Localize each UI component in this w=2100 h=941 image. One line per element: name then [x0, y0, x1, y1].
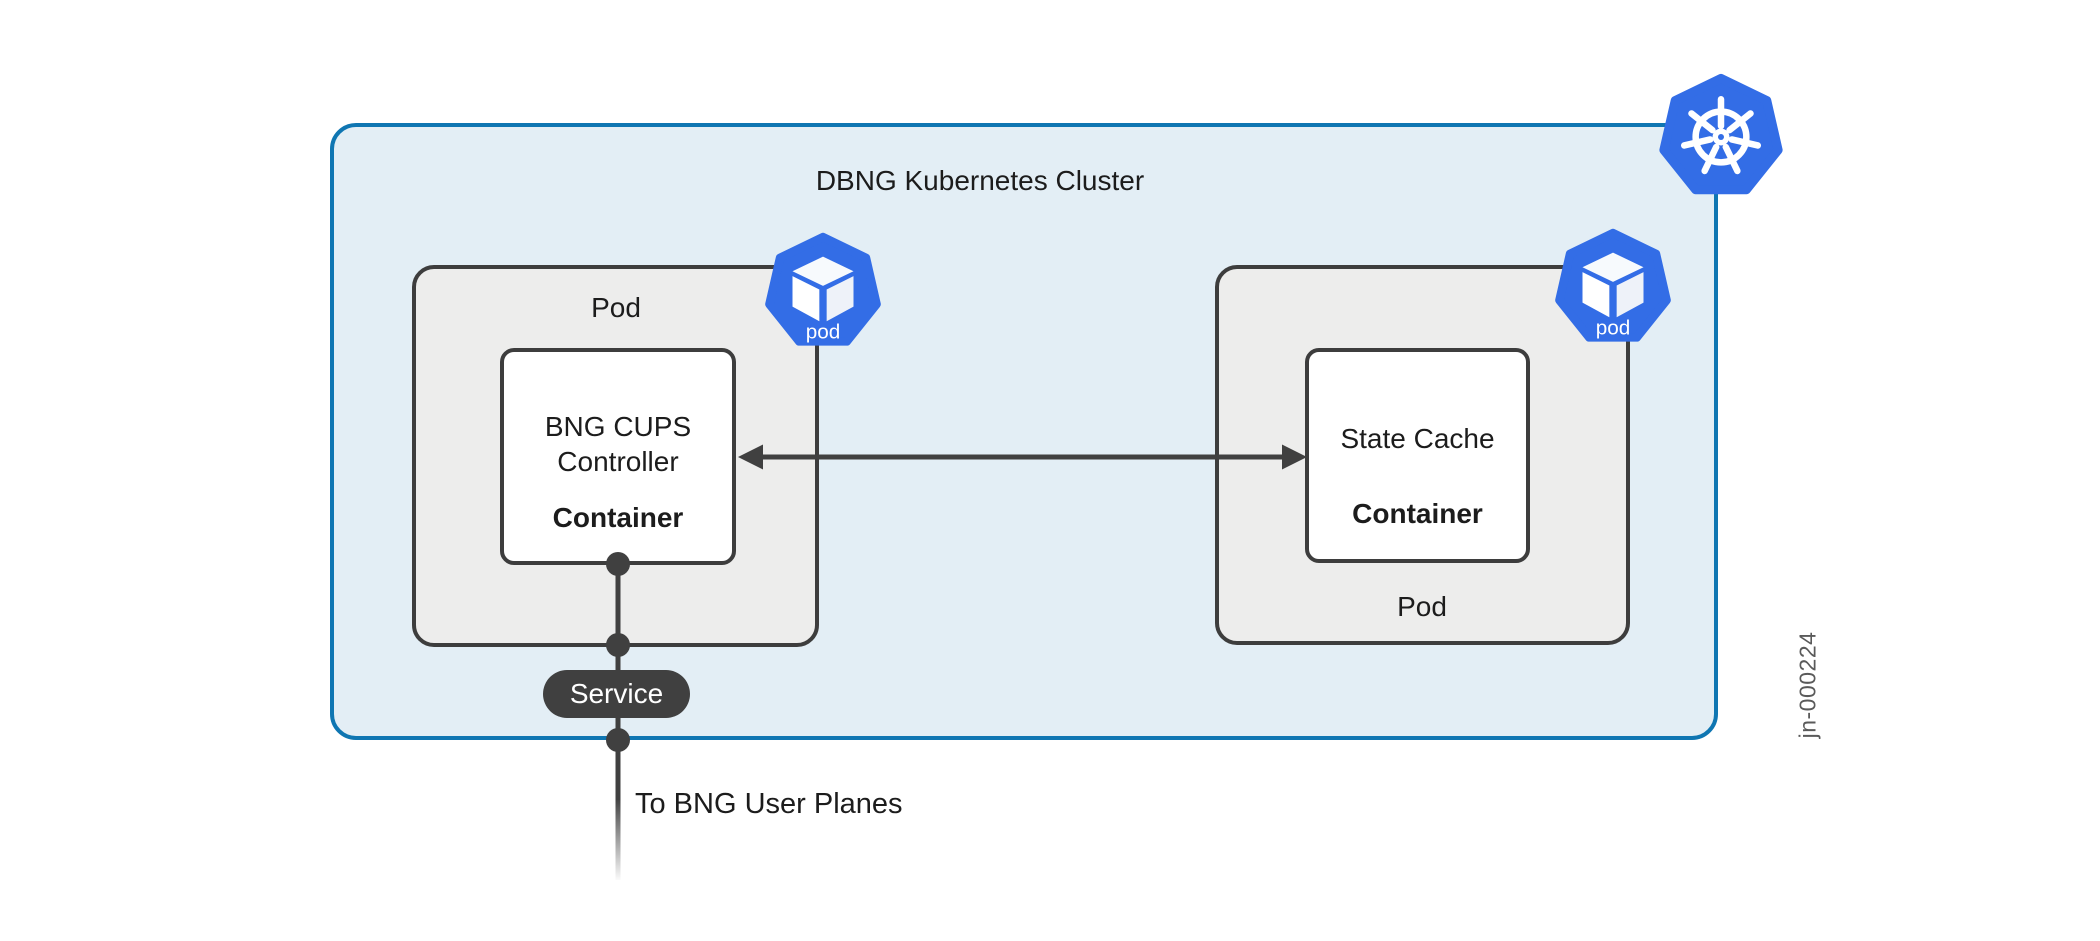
- container-box-state-cache: State Cache Container: [1305, 348, 1530, 563]
- cluster-title: DBNG Kubernetes Cluster: [815, 165, 1145, 196]
- pod-label: Pod: [591, 292, 641, 323]
- external-link-label: To BNG User Planes: [635, 788, 903, 820]
- kubernetes-logo-icon: [1659, 73, 1783, 195]
- pod-badge-label: pod: [806, 320, 841, 343]
- ship-wheel-icon: [1680, 96, 1762, 175]
- cube-icon: [792, 256, 854, 322]
- pod-label: Pod: [1397, 591, 1447, 622]
- cube-icon: [1582, 252, 1644, 318]
- pod-badge-icon: pod: [765, 232, 881, 346]
- container-name-line1: BNG CUPS: [544, 411, 692, 442]
- container-name: State Cache: [1340, 423, 1495, 454]
- container-type-label: Container: [552, 502, 684, 533]
- container-box-bng-cups-controller: BNG CUPS Controller Container: [500, 348, 736, 565]
- container-name: BNG CUPS Controller: [504, 409, 732, 479]
- pod-badge-label: pod: [1596, 316, 1631, 339]
- container-type-label: Container: [1352, 498, 1483, 529]
- pod-badge-icon: pod: [1555, 228, 1671, 342]
- figure-id: jn-000224: [1794, 631, 1821, 739]
- container-name-line2: Controller: [557, 446, 679, 477]
- service-badge: Service: [543, 670, 690, 718]
